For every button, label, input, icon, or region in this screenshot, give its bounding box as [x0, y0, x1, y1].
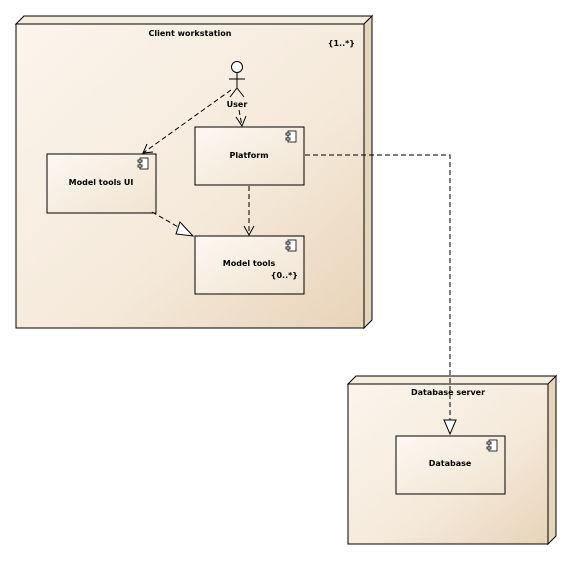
user-to-platform-dependency	[235, 109, 247, 128]
database-server-node[interactable]: Database server	[346, 374, 558, 546]
database-component[interactable]: Database	[395, 435, 506, 495]
model-tools-multiplicity: {0..*}	[271, 271, 298, 280]
model-tools-ui-label: Model tools UI	[69, 178, 134, 187]
platform-to-database-dependency	[305, 154, 457, 436]
component-icon	[285, 130, 297, 143]
client-workstation-multiplicity: {1..*}	[328, 39, 355, 48]
platform-label: Platform	[229, 151, 268, 160]
model-tools-label: Model tools	[223, 259, 276, 268]
platform-component[interactable]: Platform	[194, 126, 305, 186]
node-side-face	[363, 14, 373, 330]
component-icon	[285, 239, 297, 252]
node-top-face	[14, 15, 374, 25]
model-tools-component[interactable]: Model tools {0..*}	[194, 235, 305, 295]
database-server-title: Database server	[411, 388, 485, 397]
user-label: User	[227, 100, 248, 109]
client-workstation-title: Client workstation	[149, 29, 232, 38]
user-to-model-tools-ui-dependency	[142, 89, 232, 154]
node-top-face	[346, 375, 558, 385]
user-actor[interactable]: User	[227, 61, 248, 110]
node-side-face	[547, 374, 557, 546]
platform-to-model-tools-dependency	[243, 186, 255, 237]
component-icon	[137, 157, 149, 170]
database-label: Database	[429, 459, 472, 468]
model-tools-ui-to-model-tools-realization	[151, 211, 195, 237]
stick-figure-icon	[229, 61, 245, 98]
model-tools-ui-component[interactable]: Model tools UI	[46, 153, 157, 214]
component-icon	[486, 439, 498, 452]
